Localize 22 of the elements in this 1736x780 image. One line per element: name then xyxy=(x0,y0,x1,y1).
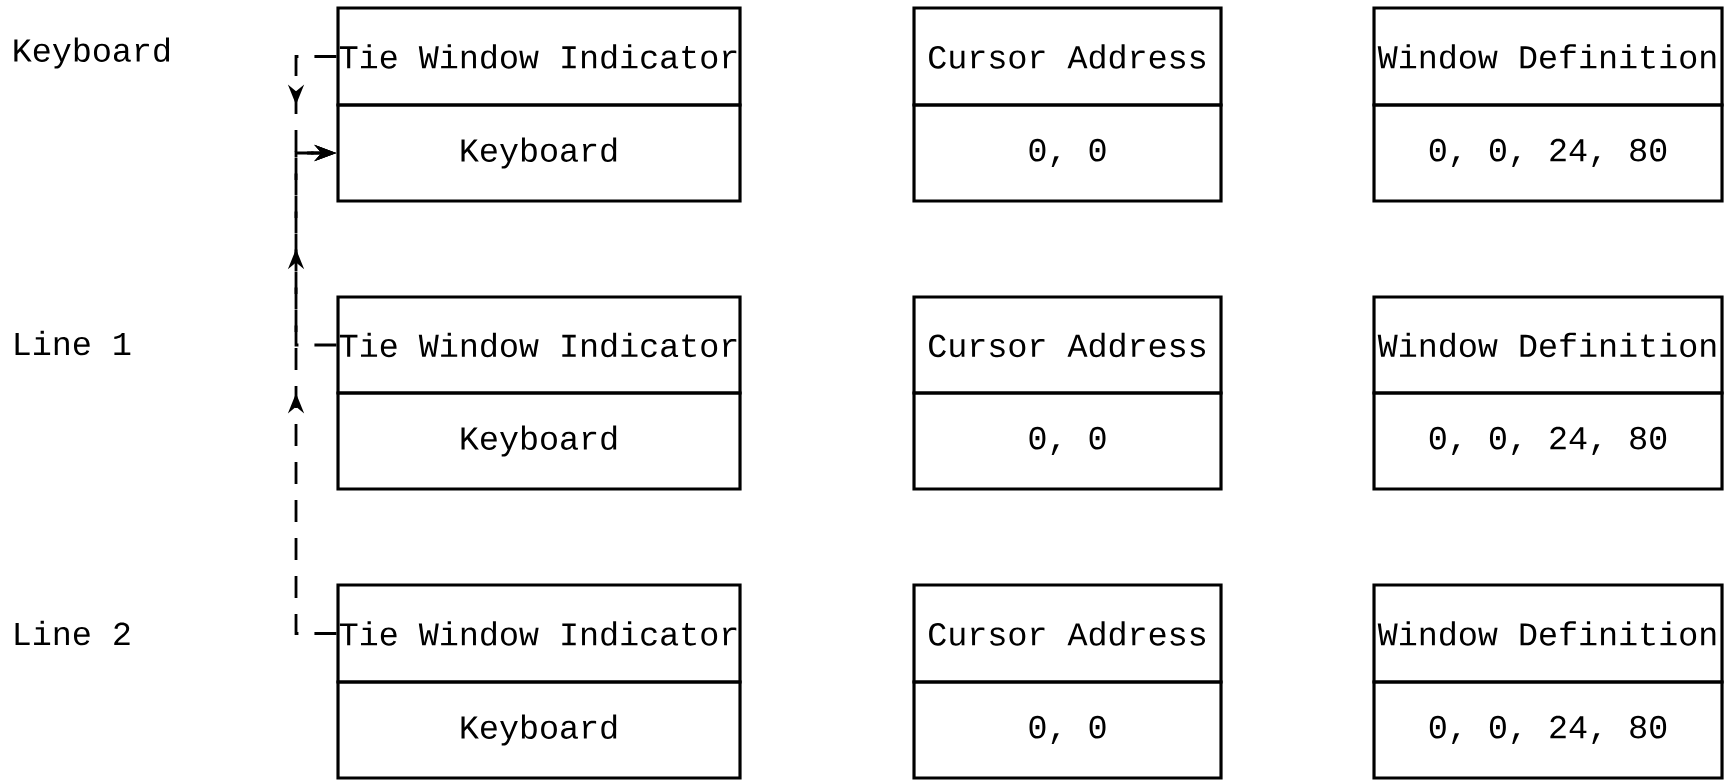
value-cell: 0, 0, 24, 80 xyxy=(1372,103,1724,203)
value-cell: Keyboard xyxy=(336,103,742,203)
header-cell: Window Definition xyxy=(1372,295,1724,395)
row-label: Line 1 xyxy=(15,330,131,356)
value-cell: 0, 0, 24, 80 xyxy=(1372,391,1724,491)
header-cell: Cursor Address xyxy=(912,295,1223,395)
dashed-arrow xyxy=(287,144,337,635)
header-cell: Cursor Address xyxy=(912,6,1223,107)
value-cell: 0, 0 xyxy=(912,103,1223,203)
header-cell: Tie Window Indicator xyxy=(336,295,742,395)
value-cell: 0, 0, 24, 80 xyxy=(1372,680,1724,780)
header-cell: Cursor Address xyxy=(912,583,1223,684)
value-cell: Keyboard xyxy=(336,680,742,780)
value-cell: 0, 0 xyxy=(912,680,1223,780)
row-label: Keyboard xyxy=(14,37,170,69)
value-cell: 0, 0 xyxy=(912,391,1223,491)
header-cell: Window Definition xyxy=(1372,6,1724,107)
value-cell: Keyboard xyxy=(336,391,742,491)
header-cell: Tie Window Indicator xyxy=(336,583,742,684)
header-cell: Window Definition xyxy=(1372,583,1724,684)
row-label: Line 2 xyxy=(15,620,130,646)
header-cell: Tie Window Indicator xyxy=(336,6,742,107)
